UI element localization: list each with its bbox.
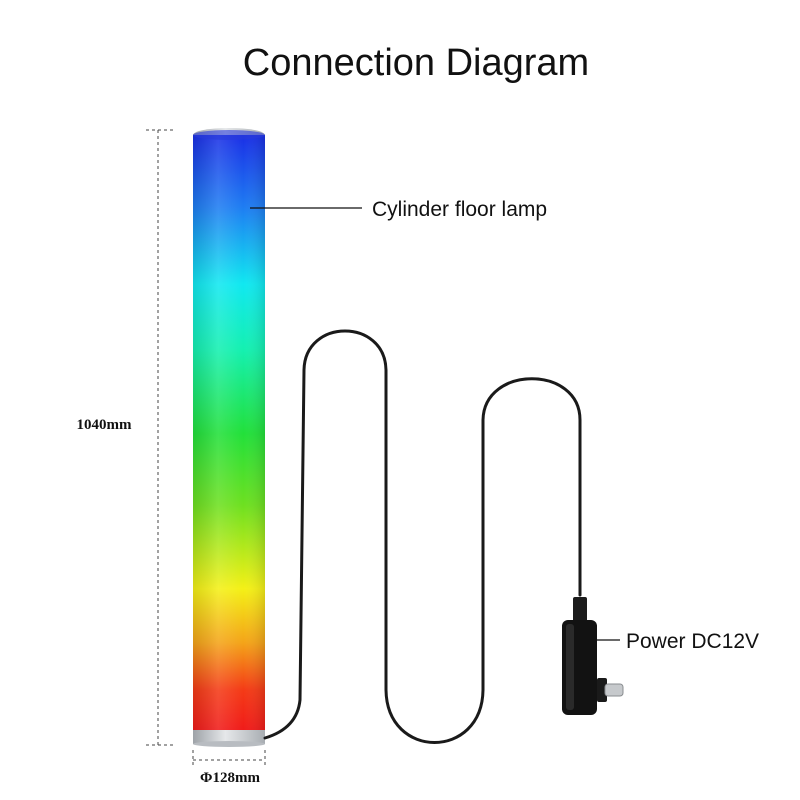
lamp-callout: Cylinder floor lamp [250, 198, 547, 221]
adapter-highlight [566, 624, 574, 710]
height-label: 1040mm [77, 417, 132, 433]
power-label: Power DC12V [626, 630, 759, 653]
lamp-base-bottom [193, 741, 265, 747]
power-adapter [562, 597, 624, 715]
height-dimension: 1040mm [77, 129, 176, 746]
adapter-strain-relief [573, 597, 587, 623]
lamp-top-rim [193, 130, 265, 140]
diameter-label: Φ128mm [200, 770, 260, 786]
lamp-body-shading [193, 135, 265, 732]
power-callout: Power DC12V [597, 630, 759, 653]
page-title: Connection Diagram [243, 42, 589, 84]
power-cable [263, 329, 582, 744]
adapter-plug-pin [604, 683, 624, 697]
diameter-dimension: Φ128mm [192, 750, 266, 786]
adapter-plug-collar [597, 678, 607, 702]
lamp-label: Cylinder floor lamp [372, 198, 547, 221]
lamp-base [193, 730, 265, 744]
cylinder-lamp [193, 128, 265, 747]
